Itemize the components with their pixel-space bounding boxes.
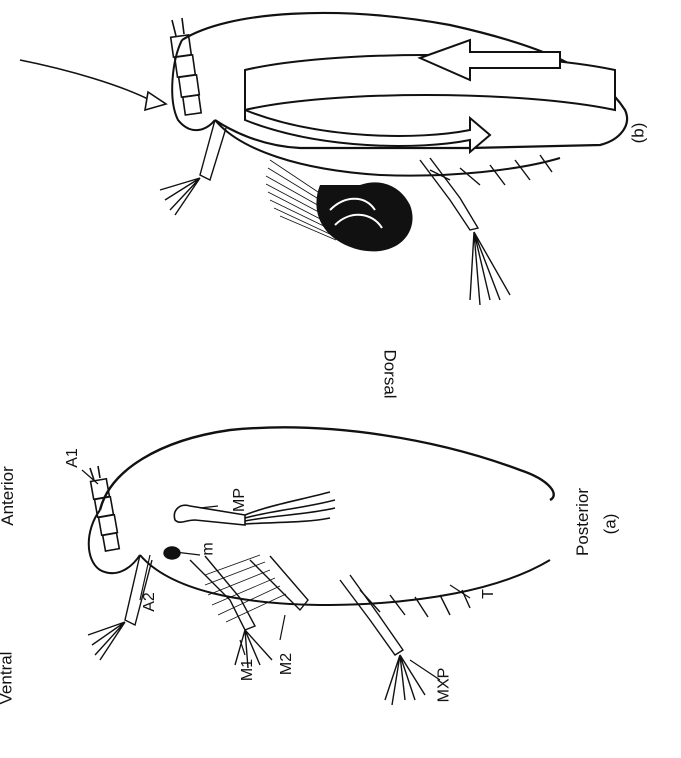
label-m1: M1 bbox=[239, 659, 257, 681]
label-anterior: Anterior bbox=[0, 466, 18, 526]
panel-b-feeding-vortex bbox=[266, 160, 413, 251]
panel-a-leader-lines bbox=[82, 470, 470, 680]
caption-panel-b: (b) bbox=[628, 123, 648, 144]
label-a1: A1 bbox=[64, 448, 82, 468]
label-mxp: MXP bbox=[435, 668, 453, 703]
panel-a-mouthparts bbox=[88, 547, 470, 705]
panel-a-antenna-a1 bbox=[90, 466, 119, 551]
panel-a-body bbox=[89, 427, 554, 605]
label-mp: MP bbox=[231, 488, 249, 512]
panel-b-inflow-arrow bbox=[20, 60, 166, 110]
label-m2: M2 bbox=[278, 653, 296, 675]
label-a2: A2 bbox=[141, 592, 159, 612]
caption-panel-a: (a) bbox=[600, 514, 620, 535]
label-m: m bbox=[200, 542, 218, 555]
label-posterior: Posterior bbox=[573, 488, 593, 556]
panel-b-loop-arrow bbox=[245, 40, 615, 152]
label-t: T bbox=[480, 589, 498, 599]
panel-a-mp bbox=[174, 492, 335, 525]
label-ventral: Ventral bbox=[0, 652, 16, 705]
label-dorsal: Dorsal bbox=[380, 349, 400, 398]
